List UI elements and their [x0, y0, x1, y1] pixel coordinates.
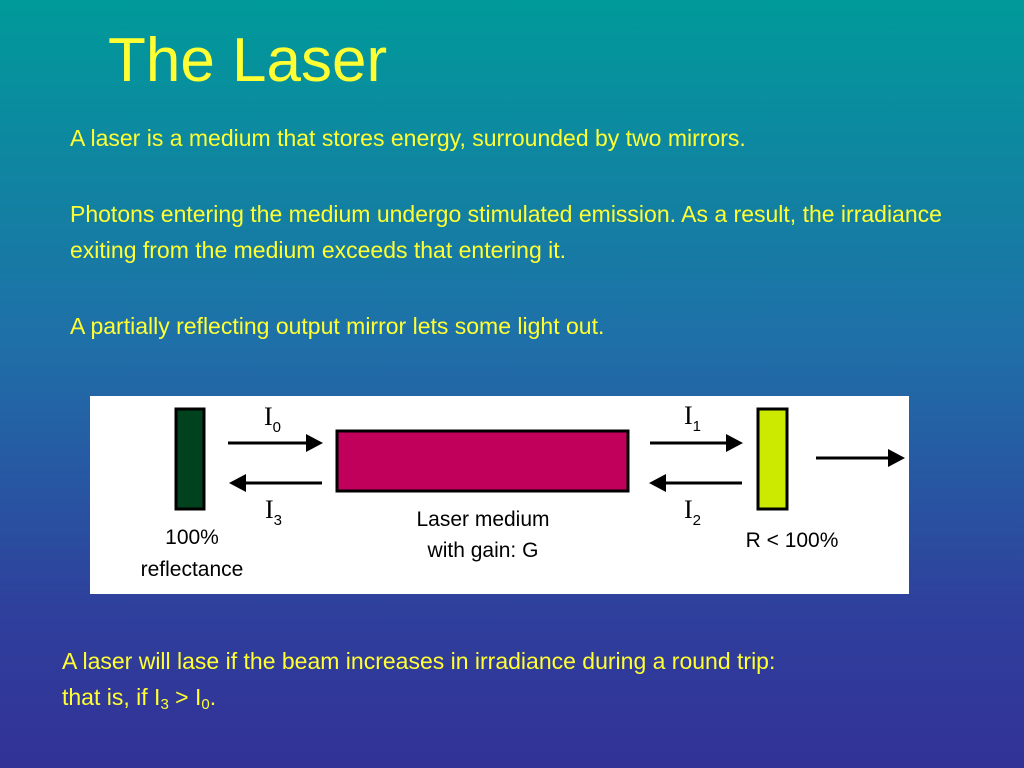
label-i2: I2 [684, 495, 701, 529]
subscript-0: 0 [201, 696, 210, 713]
left-mirror-caption-2: reflectance [141, 558, 244, 581]
right-mirror-caption: R < 100% [746, 529, 839, 552]
lasing-condition-line1: A laser will lase if the beam increases … [62, 648, 776, 674]
arrow-i1 [650, 434, 743, 452]
label-i1: I1 [684, 401, 701, 435]
label-i0: I0 [264, 402, 281, 436]
slide-title: The Laser [108, 26, 388, 95]
right-mirror [756, 407, 789, 511]
laser-medium [335, 429, 630, 493]
lasing-condition: A laser will lase if the beam increases … [62, 643, 982, 715]
arrow-i3 [229, 474, 322, 492]
left-mirror [174, 407, 206, 511]
medium-caption-1: Laser medium [416, 508, 549, 531]
arrow-i0 [228, 434, 323, 452]
label-i3: I3 [265, 495, 282, 529]
output-mirror-paragraph: A partially reflecting output mirror let… [70, 313, 605, 339]
subscript-3: 3 [160, 696, 169, 713]
laser-diagram: I0 I3 I1 I2 100% reflectance Laser mediu… [90, 396, 909, 594]
lasing-condition-suffix: . [209, 684, 217, 710]
left-mirror-caption-1: 100% [165, 526, 219, 549]
lasing-condition-mid: > I [168, 684, 202, 710]
arrow-i2 [649, 474, 742, 492]
lasing-condition-prefix: that is, if I [62, 684, 161, 710]
laser-diagram-svg: I0 I3 I1 I2 100% reflectance Laser mediu… [141, 401, 905, 581]
medium-caption-2: with gain: G [427, 539, 539, 562]
arrow-output [816, 449, 905, 467]
intro-paragraph: A laser is a medium that stores energy, … [70, 125, 746, 151]
emission-paragraph: Photons entering the medium undergo stim… [70, 201, 942, 263]
